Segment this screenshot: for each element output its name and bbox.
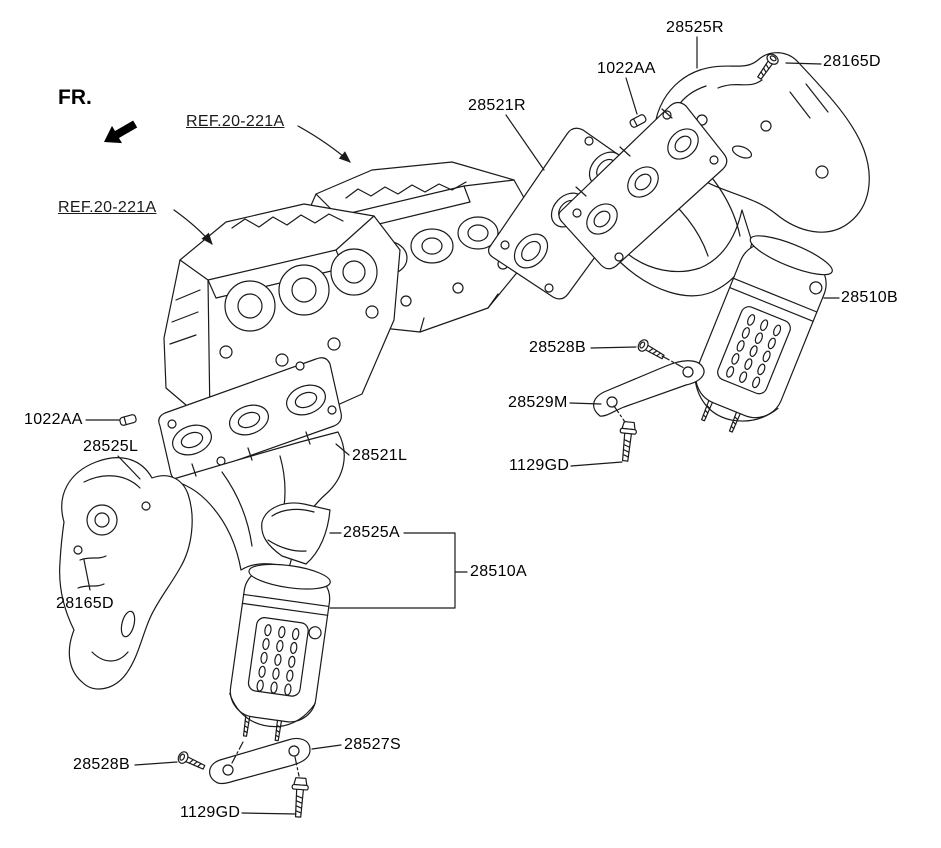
callout-1129GD-right[interactable]: 1129GD [509, 457, 570, 474]
callout-28521L[interactable]: 28521L [352, 447, 408, 464]
heat-shield-left-drawing [59, 457, 193, 690]
callout-28525A[interactable]: 28525A [343, 524, 400, 541]
callout-28529M[interactable]: 28529M [508, 394, 568, 411]
callout-28510A[interactable]: 28510A [470, 563, 527, 580]
front-direction-label: FR. [58, 86, 92, 109]
cylinder-head-left-drawing [163, 203, 401, 431]
callout-28525R[interactable]: 28525R [666, 19, 724, 36]
callout-28510B[interactable]: 28510B [841, 289, 898, 306]
catalytic-converter-left-drawing [229, 563, 331, 742]
stay-bracket-right-drawing [593, 360, 705, 417]
ref-link-upper[interactable]: REF.20-221A [186, 113, 285, 130]
leader-lines [83, 36, 840, 815]
heat-shield-right-drawing [653, 52, 870, 233]
catalytic-converter-right-drawing [693, 235, 833, 433]
callout-28165D-top[interactable]: 28165D [823, 53, 881, 70]
bolt-28528b-bottom-drawing [175, 749, 208, 774]
assembly-centerlines [231, 355, 685, 777]
callout-1022AA-left[interactable]: 1022AA [24, 411, 83, 428]
ref-link-lower[interactable]: REF.20-221A [58, 199, 157, 216]
stay-bracket-bottom-drawing [209, 737, 311, 785]
heat-shield-center-drawing [261, 502, 331, 565]
pin-1022aa-top-drawing [629, 114, 647, 128]
bolt-1129gd-bottom-drawing [289, 776, 310, 819]
gasket-left-drawing [158, 357, 342, 481]
callout-28521R[interactable]: 28521R [468, 97, 526, 114]
callout-1129GD-bottom[interactable]: 1129GD [180, 804, 241, 821]
callout-1022AA-top[interactable]: 1022AA [597, 60, 656, 77]
callout-28525L[interactable]: 28525L [83, 438, 139, 455]
bolt-1129gd-right-drawing [616, 420, 638, 463]
exhaust-manifold-right-drawing [558, 101, 753, 297]
reference-arrows [173, 125, 351, 245]
callout-28527S[interactable]: 28527S [344, 736, 401, 753]
front-direction-arrow [104, 120, 138, 144]
callout-28165D-left[interactable]: 28165D [56, 595, 114, 612]
bolt-28528b-right-drawing [635, 337, 667, 363]
callout-28528B-bottom[interactable]: 28528B [73, 756, 130, 773]
pin-1022aa-left-drawing [119, 414, 137, 426]
callout-28528B-right[interactable]: 28528B [529, 339, 586, 356]
